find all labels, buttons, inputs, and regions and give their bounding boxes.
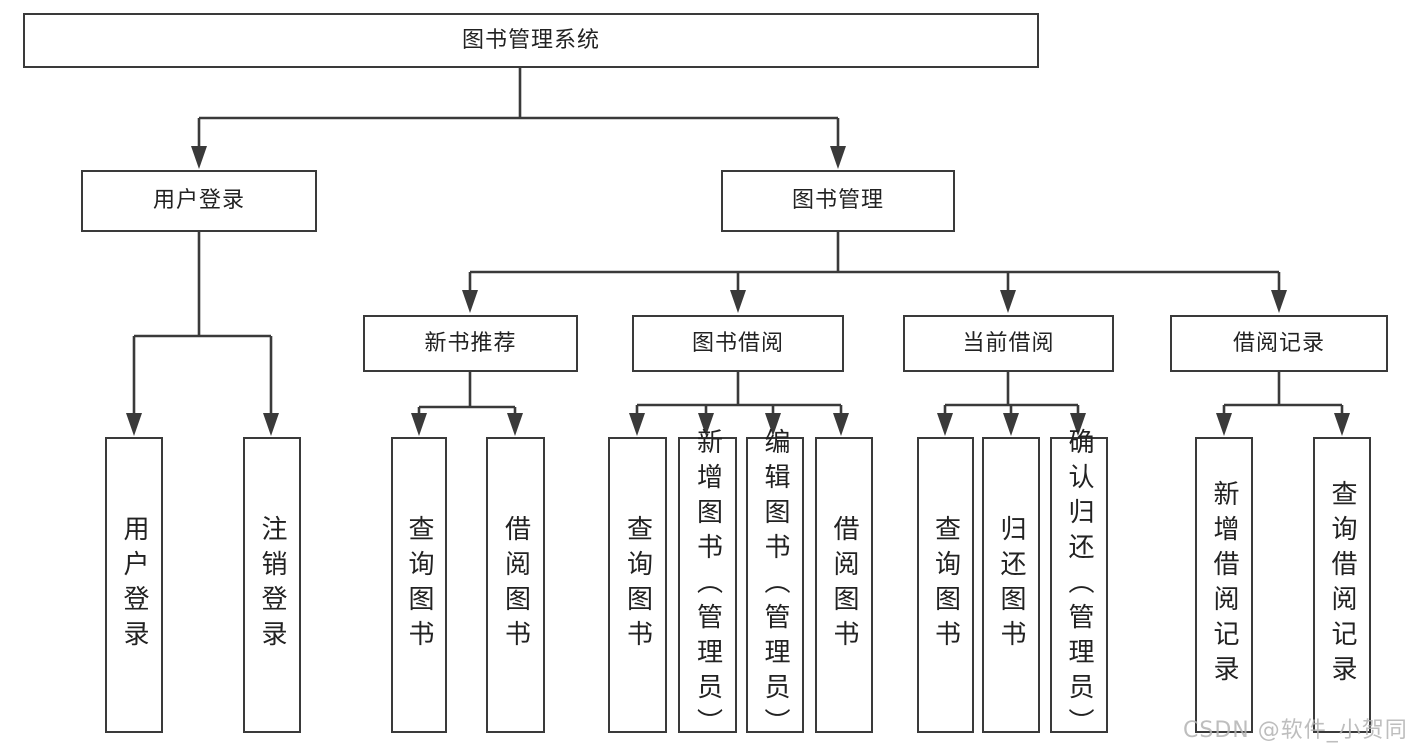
leaf-current-confirm-return-admin: 确认归还（管理员） [1050,428,1108,743]
arrowhead-icon [126,413,142,436]
node-root-label: 图书管理系统 [461,27,600,53]
arrowhead-icon [830,146,846,169]
arrowhead-icon [263,413,279,436]
leaf-newbook-borrow-books: 借阅图书 [486,437,545,733]
node-borrowing-records-label: 借阅记录 [1232,330,1325,356]
arrowhead-icon [411,413,427,436]
node-book-management: 图书管理 [721,170,955,232]
arrowhead-icon [191,146,207,169]
leaf-borrow-query-books-label: 查询图书 [622,515,653,655]
arrowhead-icon [462,290,478,313]
leaf-logout-login: 注销登录 [243,437,301,733]
leaf-user-login-label: 用户登录 [119,515,149,655]
node-book-borrowing-label: 图书借阅 [691,330,784,356]
arrowhead-icon [507,413,523,436]
book-management-connector [462,232,1287,313]
user-login-connector [126,232,279,436]
arrowhead-icon [698,413,714,436]
watermark: CSDN @软件_小贺同学 [1183,718,1405,743]
leaf-newbook-borrow-books-label: 借阅图书 [500,515,531,655]
leaf-newbook-query-books: 查询图书 [391,437,447,733]
node-borrowing-records: 借阅记录 [1170,315,1388,372]
leaf-borrow-borrow-books: 借阅图书 [815,437,873,733]
arrowhead-icon [1334,413,1350,436]
leaf-current-return-books: 归还图书 [982,437,1040,733]
node-new-book-recommendation-label: 新书推荐 [424,330,517,356]
node-current-borrowing-label: 当前借阅 [962,330,1055,356]
book-borrow-connector [629,372,849,436]
leaf-current-query-books: 查询图书 [917,437,974,733]
leaf-current-return-books-label: 归还图书 [996,515,1026,655]
leaf-user-login: 用户登录 [105,437,163,733]
arrowhead-icon [1070,413,1086,436]
leaf-logout-login-label: 注销登录 [257,515,287,655]
leaf-records-add-record-label: 新增借阅记录 [1209,480,1239,690]
arrowhead-icon [1271,290,1287,313]
node-book-management-label: 图书管理 [791,188,884,213]
node-user-login-label: 用户登录 [152,188,245,213]
node-book-borrowing: 图书借阅 [632,315,844,372]
arrowhead-icon [629,413,645,436]
leaf-records-query-record: 查询借阅记录 [1313,437,1371,733]
leaf-records-query-record-label: 查询借阅记录 [1327,480,1357,690]
leaf-current-query-books-label: 查询图书 [930,515,961,655]
leaf-records-add-record: 新增借阅记录 [1195,437,1253,733]
arrowhead-icon [730,290,746,313]
arrowhead-icon [833,413,849,436]
arrowhead-icon [1003,413,1019,436]
arrowhead-icon [1000,290,1016,313]
arrowhead-icon [1216,413,1232,436]
arrowhead-icon [765,413,781,436]
node-root: 图书管理系统 [23,13,1039,68]
arrowhead-icon [937,413,953,436]
node-user-login: 用户登录 [81,170,317,232]
leaf-borrow-borrow-books-label: 借阅图书 [829,515,859,655]
leaf-borrow-query-books: 查询图书 [608,437,667,733]
leaf-current-confirm-return-admin-label: 确认归还（管理员） [1064,427,1094,743]
new-book-connector [411,372,523,436]
leaf-borrow-edit-books-admin-label: 编辑图书（管理员） [760,427,790,743]
root-connector [191,68,846,169]
borrow-records-connector [1216,372,1350,436]
node-new-book-recommendation: 新书推荐 [363,315,578,372]
current-borrow-connector [937,372,1086,436]
node-current-borrowing: 当前借阅 [903,315,1114,372]
leaf-borrow-add-books-admin-label: 新增图书（管理员） [692,427,723,743]
leaf-borrow-edit-books-admin: 编辑图书（管理员） [746,428,804,743]
leaf-borrow-add-books-admin: 新增图书（管理员） [678,428,737,743]
leaf-newbook-query-books-label: 查询图书 [404,515,434,655]
